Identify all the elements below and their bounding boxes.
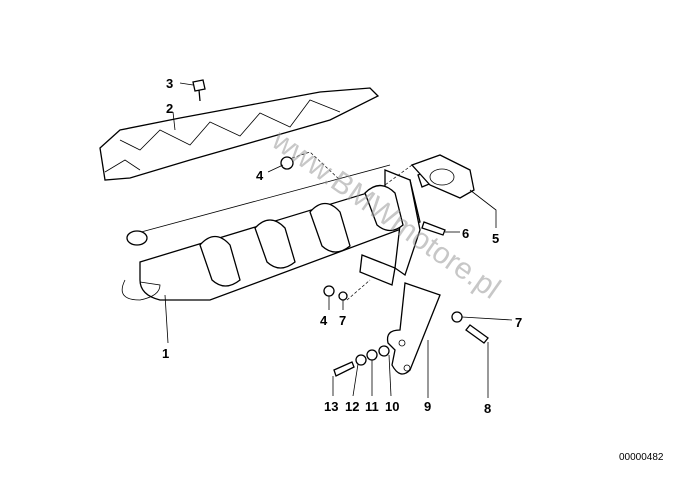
callout-1: 1 bbox=[162, 346, 169, 361]
stud-6 bbox=[421, 221, 446, 236]
bolt-8 bbox=[465, 324, 489, 344]
drawing-number: 00000482 bbox=[619, 452, 664, 463]
nut-4-top bbox=[280, 156, 294, 170]
bolt-3 bbox=[192, 79, 206, 102]
port-flanges bbox=[199, 184, 404, 287]
manifold-outlet-stud bbox=[126, 230, 148, 246]
callout-2: 2 bbox=[166, 101, 173, 116]
washer-7-right bbox=[451, 311, 463, 323]
washer-7-lower bbox=[338, 291, 348, 301]
callout-4-top: 4 bbox=[256, 168, 264, 183]
bracket-9 bbox=[386, 282, 441, 375]
callout-4-lower: 4 bbox=[320, 313, 328, 328]
callout-13: 13 bbox=[324, 399, 338, 414]
leader-lines bbox=[164, 82, 513, 398]
callout-5: 5 bbox=[492, 231, 499, 246]
exhaust-manifold bbox=[121, 164, 446, 301]
callout-10: 10 bbox=[385, 399, 399, 414]
callout-7-lower: 7 bbox=[339, 313, 346, 328]
callout-8: 8 bbox=[484, 401, 491, 416]
callout-7-right: 7 bbox=[515, 315, 522, 330]
callout-9: 9 bbox=[424, 399, 431, 414]
callout-3: 3 bbox=[166, 76, 173, 91]
nut-4-lower bbox=[323, 285, 335, 297]
callout-11: 11 bbox=[365, 399, 379, 414]
callout-12: 12 bbox=[345, 399, 359, 414]
heat-shield bbox=[99, 87, 380, 181]
washer-12 bbox=[355, 354, 367, 366]
callout-6: 6 bbox=[462, 226, 469, 241]
manifold-bracket-tab bbox=[359, 254, 396, 286]
bolt-13 bbox=[333, 361, 355, 377]
washer-10 bbox=[378, 345, 390, 357]
washer-11 bbox=[366, 349, 378, 361]
gasket bbox=[410, 154, 475, 199]
